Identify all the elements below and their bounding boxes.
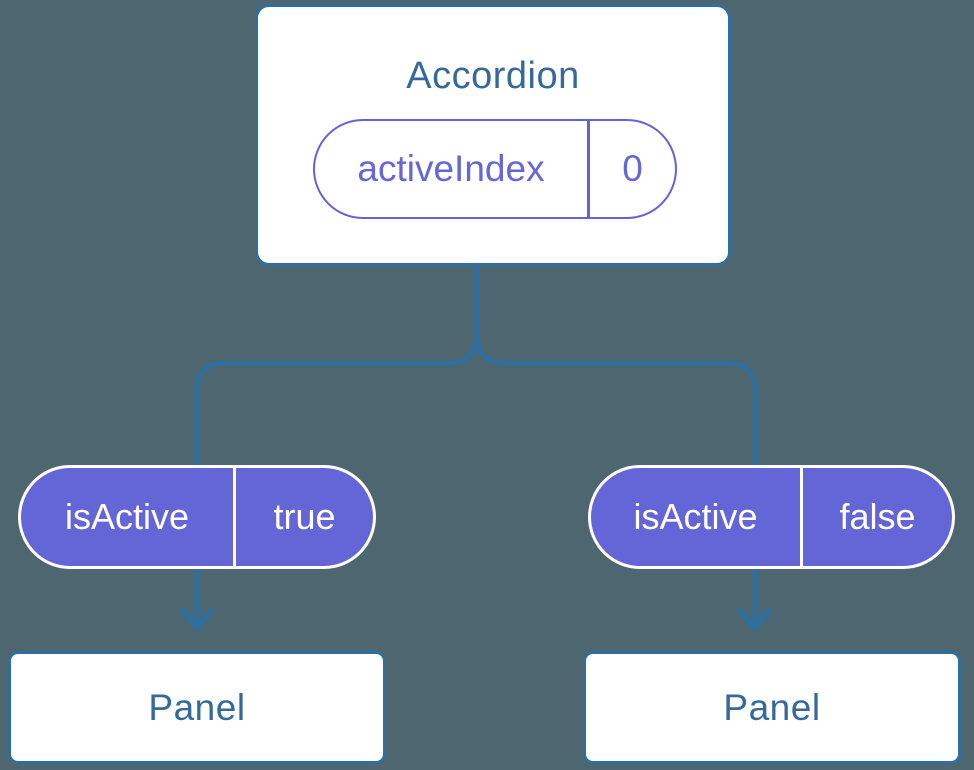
prop-name: isActive [64, 496, 190, 537]
state-value: 0 [622, 148, 643, 189]
state-pill-activeindex: activeIndex 0 [313, 119, 677, 219]
panel-title: Panel [723, 686, 821, 728]
prop-value: false [839, 496, 916, 537]
state-name: activeIndex [357, 148, 545, 189]
connector-right-branch [474, 264, 758, 626]
component-title: Accordion [406, 55, 580, 97]
panel-title: Panel [148, 686, 246, 728]
connector-left-branch [194, 264, 480, 626]
pill-divider [800, 468, 803, 566]
panel-card-right: Panel [583, 651, 961, 764]
arrowhead-down-left-icon [180, 608, 214, 631]
arrowhead-down-right-icon [738, 608, 772, 631]
prop-pill-isactive-false: isActive false [588, 465, 955, 569]
accordion-component-card: Accordion activeIndex 0 [255, 4, 731, 266]
pill-divider [587, 121, 590, 217]
prop-value: true [273, 496, 336, 537]
prop-name: isActive [633, 496, 758, 537]
prop-pill-isactive-true: isActive true [18, 465, 376, 569]
panel-card-left: Panel [8, 651, 386, 764]
